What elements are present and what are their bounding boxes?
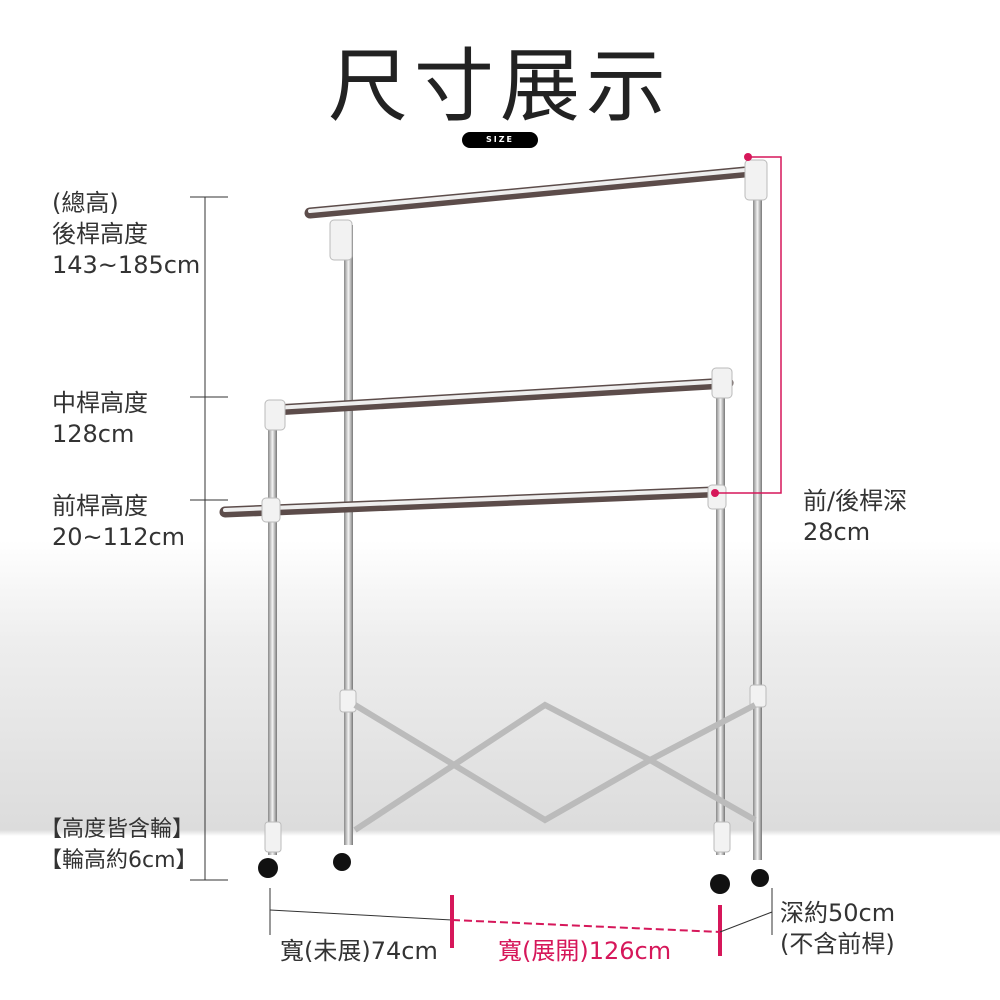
width-open-label: 寬(展開)126cm (498, 937, 672, 965)
label-line: 128cm (52, 420, 135, 448)
label-line: 143~185cm (52, 251, 201, 279)
label-line: 前/後桿深 (803, 487, 908, 515)
front-height-label: 前桿高度 20~112cm (52, 491, 185, 553)
label-line: 深約50cm (780, 899, 896, 927)
size-badge: SIZE (462, 132, 538, 148)
label-line: 後桿高度 (52, 220, 148, 248)
label-line: 【輪高約6cm】 (40, 848, 198, 873)
label-line: 前桿高度 (52, 492, 148, 520)
label-line: 【高度皆含輪】 (40, 817, 195, 842)
height-scale (190, 196, 228, 881)
middle-height-label: 中桿高度 128cm (52, 388, 148, 450)
depth-indicator (715, 156, 782, 494)
rack-bars (219, 166, 751, 518)
label-line: 28cm (803, 518, 871, 546)
total-height-label: (總高) 後桿高度 143~185cm (52, 188, 200, 281)
depth-bar-label: 前/後桿深 28cm (803, 486, 907, 548)
label-line: (總高) (52, 189, 119, 217)
rack-joints (261, 159, 768, 853)
label-line: 20~112cm (52, 523, 186, 551)
depth-label: 深約50cm (不含前桿) (780, 898, 895, 960)
wheel-note: 【高度皆含輪】 【輪高約6cm】 (40, 814, 198, 876)
wheels (258, 853, 769, 894)
label-line: (不含前桿) (780, 930, 895, 958)
scissor-frame (353, 701, 757, 833)
width-folded-label: 寬(未展)74cm (280, 937, 438, 965)
page-title: 尺寸展示 (328, 40, 672, 133)
width-dimension (269, 888, 773, 956)
label-line: 中桿高度 (52, 389, 148, 417)
rack-posts (268, 170, 762, 860)
